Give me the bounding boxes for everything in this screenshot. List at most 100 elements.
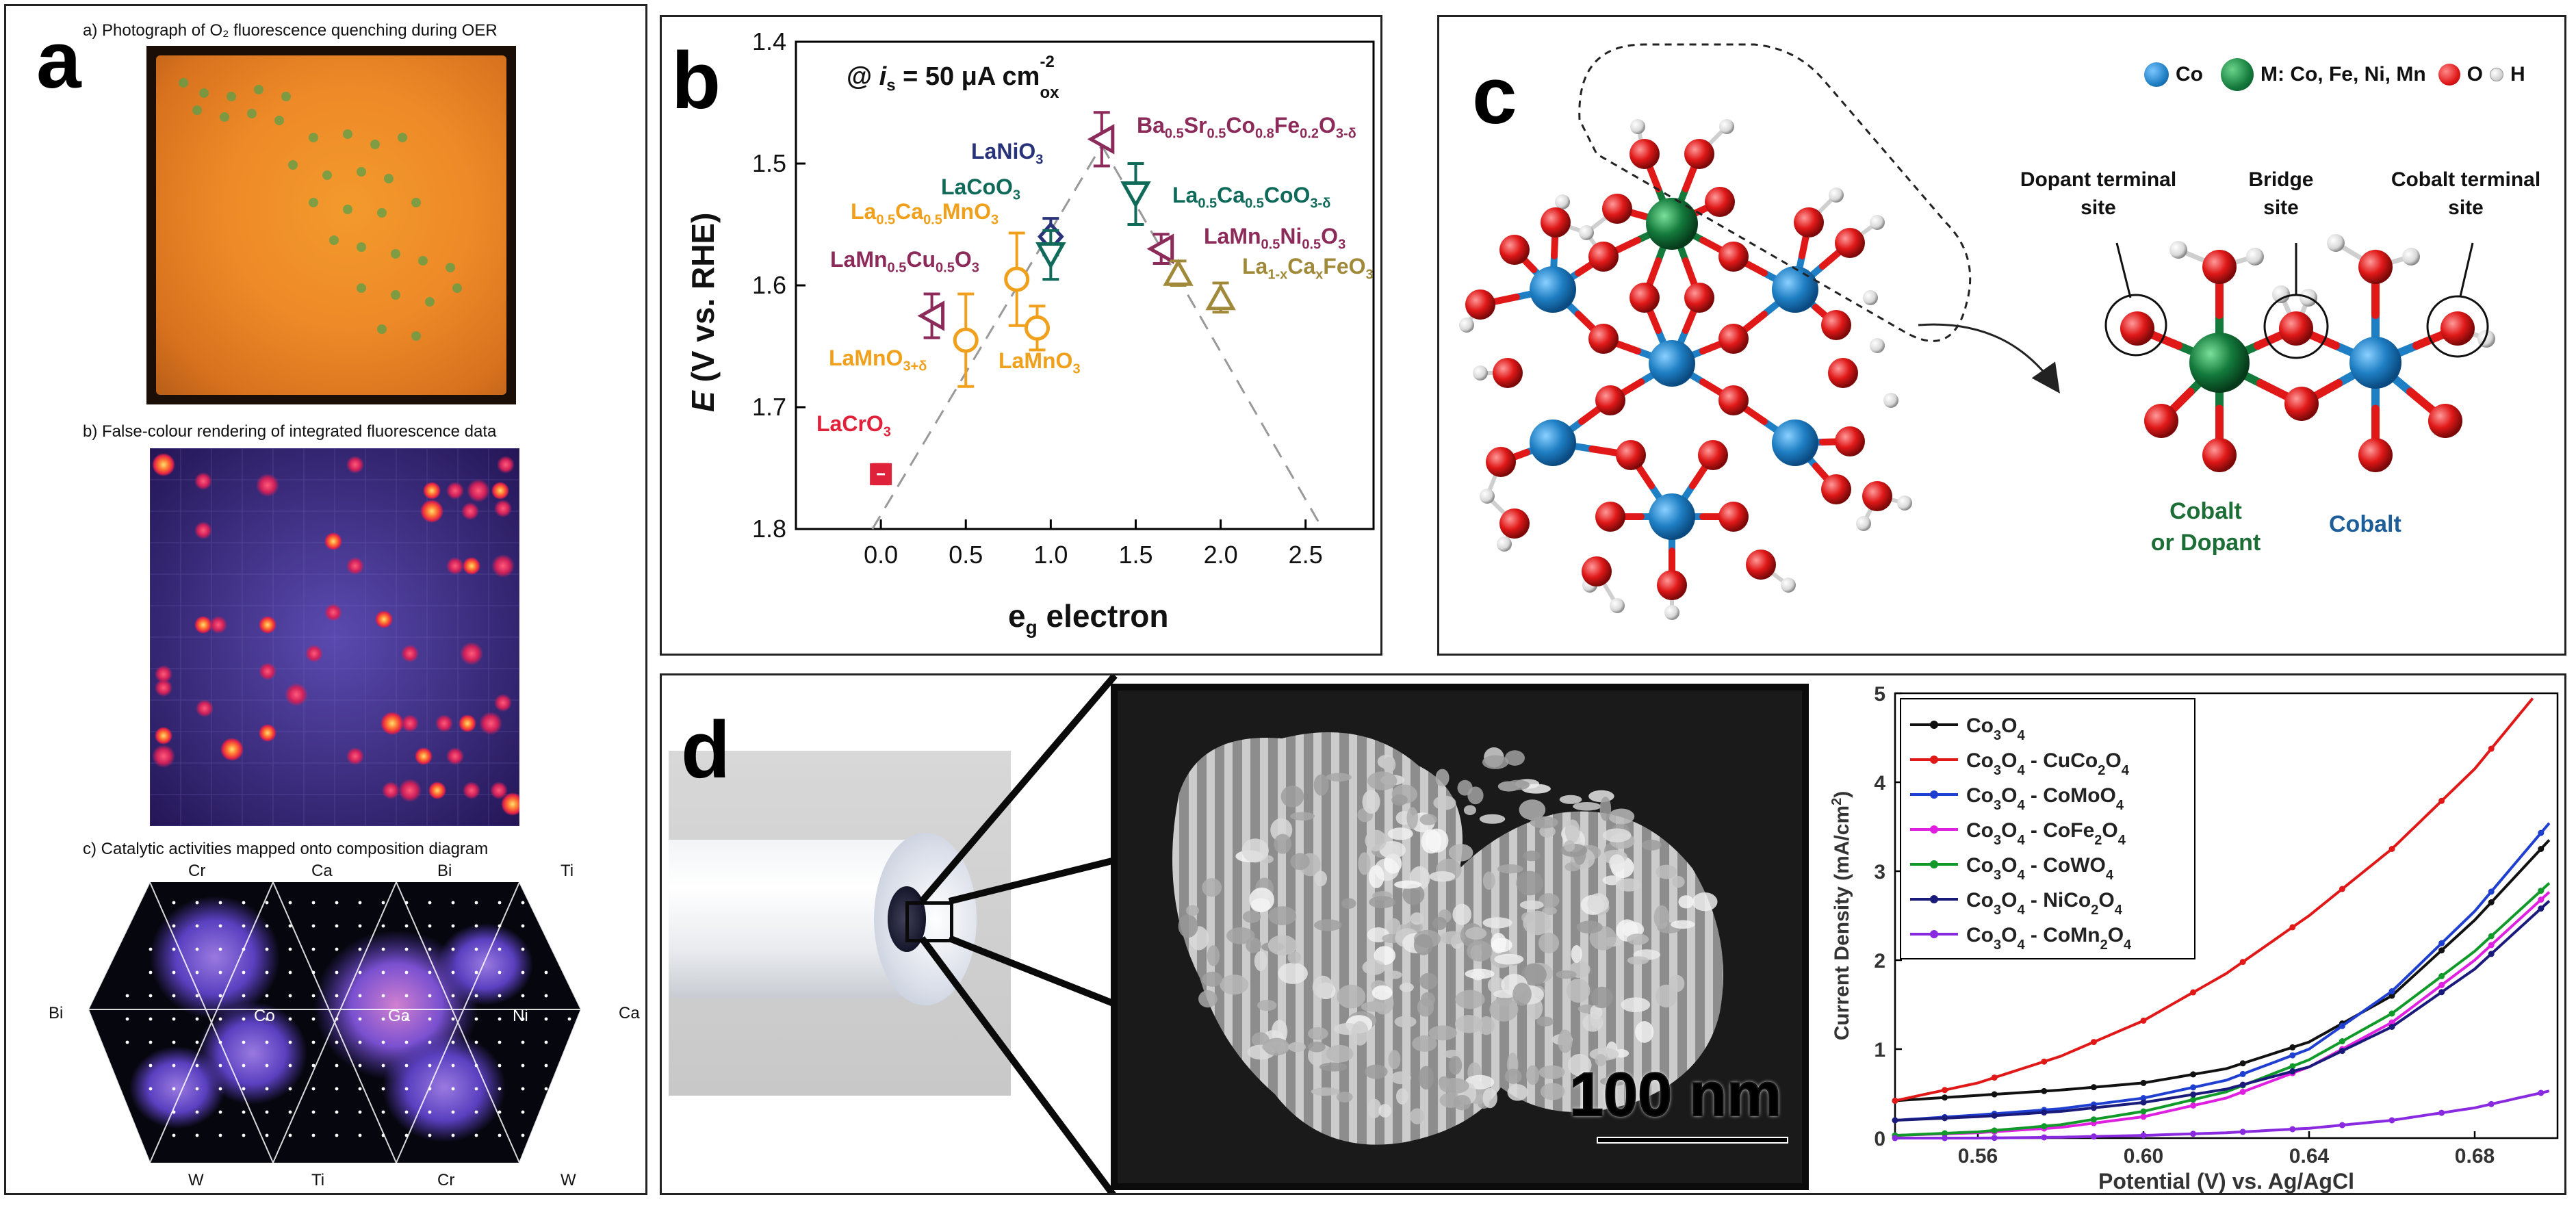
hydrogen-atom (1719, 119, 1734, 134)
hot-spot (491, 482, 509, 500)
lsv-series-marker (2140, 1113, 2147, 1120)
sem-particle (1571, 945, 1582, 963)
sem-particle (1226, 927, 1255, 944)
cobalt-atom (1649, 340, 1695, 387)
marker-triangle-left (1087, 124, 1115, 155)
lsv-series-marker (2488, 942, 2495, 949)
hex-dot (335, 1040, 339, 1044)
hot-spot (497, 456, 515, 474)
cobalt-atom (1649, 493, 1695, 540)
hex-dot (567, 1040, 571, 1044)
photo-spot (425, 297, 435, 307)
photo-spot (227, 92, 236, 101)
hex-dot (242, 947, 246, 951)
hot-spot (491, 554, 515, 578)
hex-dot (265, 1063, 269, 1068)
hex-dot (335, 1110, 339, 1114)
hex-dot (474, 1040, 478, 1044)
legend-co-swatch (2144, 62, 2169, 87)
lsv-x-tick-label: 0.56 (1958, 1145, 1998, 1168)
hydrogen-atom (1863, 290, 1878, 305)
fragment-oxygen-atom (2440, 311, 2475, 346)
site-highlight-circle (2263, 294, 2329, 359)
hot-spot (460, 642, 483, 665)
lsv-series-marker (2041, 1109, 2048, 1116)
hot-spot (152, 745, 175, 768)
photo-spot (322, 170, 332, 180)
lsv-series-marker (2239, 1060, 2246, 1067)
sem-particle (1362, 959, 1386, 975)
hot-spot (324, 604, 342, 621)
label-lacoo3: LaCoO3 (941, 175, 1021, 203)
lsv-legend-marker (1930, 895, 1938, 903)
sem-particle (1257, 1000, 1277, 1011)
hex-dot (335, 924, 339, 928)
photo-spot (199, 88, 209, 98)
sem-particle (1287, 951, 1302, 964)
metal-label-cobalt: Cobalt (2329, 511, 2401, 537)
oxygen-atom (1821, 310, 1851, 340)
lsv-legend-label: Co3O4 - NiCo2O4 (1966, 889, 2123, 918)
hex-dot (265, 1017, 269, 1021)
hex-dot (265, 924, 269, 928)
hot-spot (446, 482, 464, 500)
lsv-series-marker (2041, 1087, 2048, 1094)
hex-dot (521, 1017, 525, 1021)
hex-dot (125, 1017, 129, 1021)
lsv-x-tick-label: 0.60 (2124, 1145, 2163, 1168)
caption-composition: c) Catalytic activities mapped onto comp… (83, 840, 489, 858)
hex-dot (195, 970, 199, 975)
sem-particle (1368, 865, 1384, 888)
hot-spot (196, 699, 214, 717)
hydrogen-atom (1870, 338, 1885, 353)
sem-particle (1491, 938, 1512, 953)
x-axis-label-main: e (1008, 598, 1026, 634)
sem-particle (1274, 834, 1292, 854)
hex-dot (218, 1087, 222, 1091)
lsv-series-marker (2289, 1052, 2296, 1059)
lsv-series-marker (2388, 1024, 2395, 1030)
hex-dot (172, 1040, 176, 1044)
hex-dot (265, 1133, 269, 1137)
hex-dot (404, 1110, 409, 1114)
hot-spot (194, 521, 212, 539)
sem-particle (1627, 956, 1649, 965)
hex-dot (358, 1133, 362, 1137)
oxygen-atom (1499, 235, 1530, 265)
hot-spot (194, 616, 212, 634)
hex-dot (474, 1133, 478, 1137)
sem-particle (1410, 1108, 1425, 1124)
lsv-series-marker (1991, 1135, 1998, 1142)
hot-spot (324, 532, 342, 550)
hex-dot (404, 1087, 409, 1091)
lsv-series-marker (1892, 1135, 1898, 1142)
hot-spot (346, 747, 364, 765)
hot-spot (501, 792, 519, 816)
label-lamno3: LaMnO3 (999, 348, 1081, 377)
hex-dot (311, 970, 315, 975)
hex-dot (567, 1017, 571, 1021)
photo-spot (411, 331, 421, 341)
hex-dot (358, 994, 362, 998)
panel-d-letter: d (681, 705, 731, 795)
hex-dot (311, 1040, 315, 1044)
hex-dot (381, 970, 385, 975)
condition-rest: = 50 μA cm (895, 62, 1040, 91)
sem-particle (1669, 975, 1685, 992)
sem-particle (1448, 1055, 1463, 1075)
site-label-cobalt: Cobalt terminal site (2377, 166, 2555, 222)
sem-particle (1369, 896, 1396, 909)
data-point (1087, 111, 1115, 168)
hex-dot (335, 994, 339, 998)
sem-particle (1314, 919, 1342, 931)
lsv-series-marker (2339, 1122, 2345, 1129)
hex-label-bot-3: Cr (437, 1171, 455, 1189)
sem-particle (1538, 1065, 1565, 1079)
oxygen-atom (1718, 324, 1749, 354)
site-label-dopant-line1: Dopant terminal (2020, 168, 2177, 191)
lsv-legend-label: Co3O4 - CoWO4 (1966, 854, 2114, 883)
legend-o-label: O (2466, 63, 2483, 86)
x-axis-label-rest: electron (1037, 598, 1169, 634)
